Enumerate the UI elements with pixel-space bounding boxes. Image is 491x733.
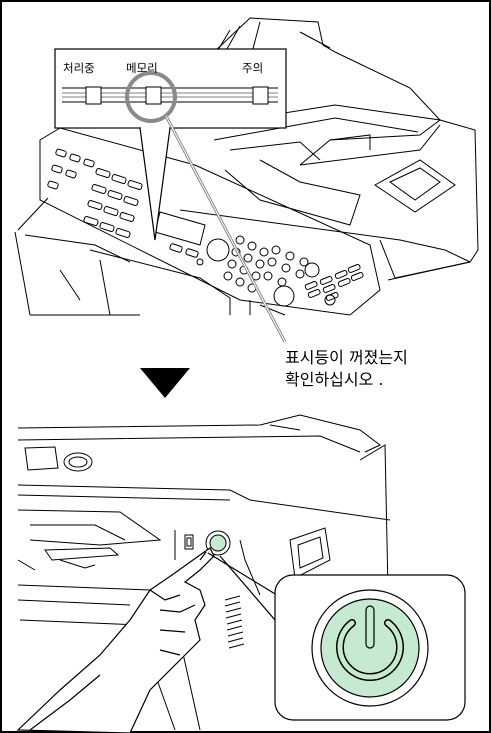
printer-top-illustration bbox=[14, 17, 479, 316]
bottom-display bbox=[24, 446, 59, 471]
side-vents bbox=[224, 595, 245, 649]
panel-display bbox=[154, 211, 206, 246]
power-zoom-callout bbox=[274, 574, 466, 721]
memory-highlight-ring bbox=[125, 71, 177, 123]
pressing-hand bbox=[16, 547, 215, 733]
panel-button-cluster-left bbox=[47, 148, 143, 238]
memory-label: 메모리 bbox=[126, 61, 158, 75]
instruction-text: 표시등이 꺼졌는지 확인하십시오 . bbox=[285, 347, 408, 391]
attention-label: 주의 bbox=[242, 61, 264, 75]
attention-lamp bbox=[252, 86, 269, 105]
panel-keypad bbox=[196, 235, 320, 307]
processing-lamp bbox=[85, 86, 102, 105]
panel-right-keys bbox=[304, 264, 364, 306]
small-status-lamp bbox=[184, 534, 194, 550]
indicator-callout bbox=[54, 48, 287, 241]
instruction-line-1: 표시등이 꺼졌는지 bbox=[285, 348, 408, 367]
instruction-line-2: 확인하십시오 . bbox=[285, 370, 384, 389]
processing-label: 처리중 bbox=[63, 61, 95, 75]
memory-lamp bbox=[145, 86, 162, 105]
down-triangle-icon bbox=[140, 368, 190, 398]
power-icon bbox=[336, 605, 404, 681]
